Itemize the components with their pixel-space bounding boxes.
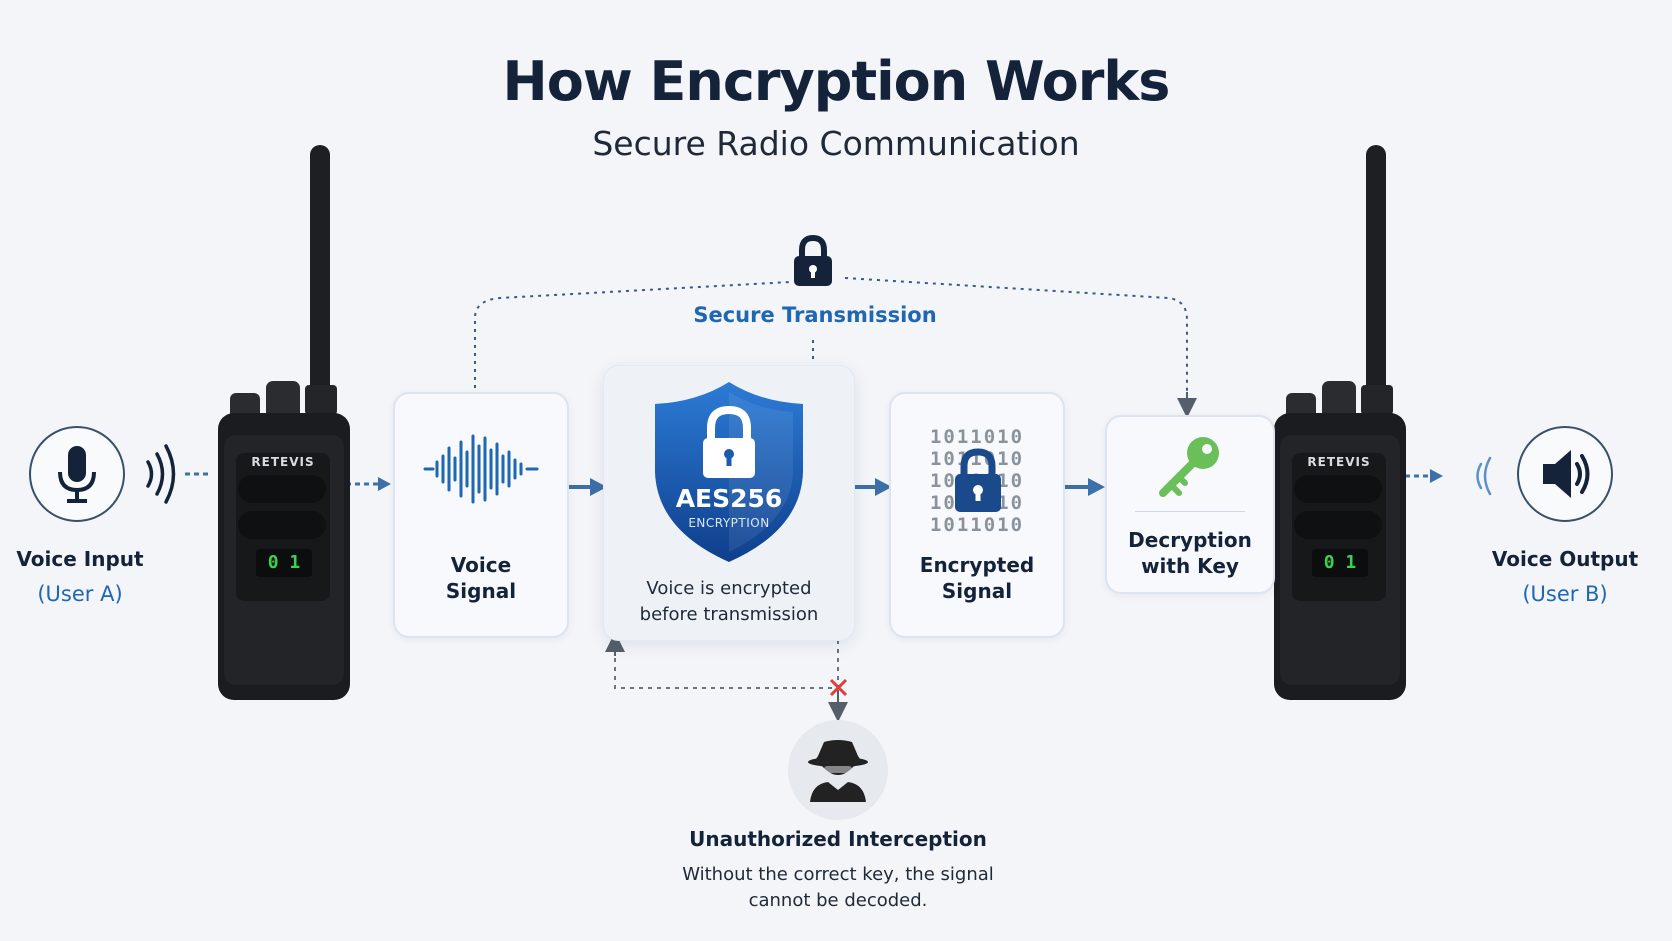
brand-label: RETEVIS: [251, 455, 315, 469]
voice-signal-label-1: Voice: [450, 553, 512, 577]
aes-badge-sub: ENCRYPTION: [688, 516, 770, 530]
encrypted-signal-card: 1011010 1011010 1011010 1011010 1011010 …: [889, 392, 1065, 638]
lock-icon: [790, 234, 836, 290]
microphone-button[interactable]: [29, 426, 125, 522]
interception-title: Unauthorized Interception: [689, 827, 987, 851]
decryption-label-1: Decryption: [1128, 528, 1252, 552]
output-wave-icon: [1476, 456, 1492, 496]
radio-a: RETEVIS 0 1: [210, 145, 356, 700]
voice-signal-card: Voice Signal: [393, 392, 569, 638]
page-title: How Encryption Works: [502, 50, 1171, 113]
encrypted-signal-label-1: Encrypted: [919, 553, 1035, 577]
divider: [1135, 511, 1245, 512]
page-subtitle: Secure Radio Communication: [592, 124, 1080, 163]
binary-row: 1011010: [929, 426, 1025, 448]
speaker-button[interactable]: [1517, 426, 1613, 522]
spy-icon: [808, 740, 868, 802]
speaker-icon: [1543, 450, 1590, 498]
binary-row: 1011010: [929, 448, 1025, 470]
secure-transmission-label: Secure Transmission: [693, 303, 937, 327]
decryption-card: Decryption with Key: [1105, 415, 1275, 594]
decryption-label-2: with Key: [1141, 554, 1239, 578]
input-wave-icon: [146, 444, 176, 504]
brand-label: RETEVIS: [1307, 455, 1371, 469]
radio-b: RETEVIS 0 1: [1266, 145, 1412, 700]
user-a-label: (User A): [37, 582, 123, 606]
binary-row: 1011010: [929, 514, 1025, 536]
lcd-display: 0 1: [267, 552, 301, 573]
key-icon: [1159, 437, 1219, 497]
lcd-display: 0 1: [1323, 552, 1357, 573]
interception-desc-2: cannot be decoded.: [748, 890, 928, 911]
secure-transmission-path: [474, 281, 791, 388]
lock-icon: [955, 448, 1001, 512]
shield-icon: [655, 382, 803, 562]
voice-output-label: Voice Output: [1491, 547, 1639, 571]
user-b-label: (User B): [1522, 582, 1608, 606]
encryption-desc-1: Voice is encrypted: [646, 578, 812, 599]
encrypted-signal-label-2: Signal: [941, 579, 1013, 603]
encryption-desc-2: before transmission: [639, 604, 819, 625]
aes-badge-main: AES256: [675, 484, 783, 513]
encryption-card: AES256 ENCRYPTION Voice is encrypted bef…: [603, 365, 855, 641]
waveform-icon: [423, 434, 539, 504]
microphone-icon: [58, 446, 96, 503]
interception-desc-1: Without the correct key, the signal: [682, 864, 994, 885]
interceptor-avatar: [788, 720, 888, 820]
blocked-x-icon: [829, 678, 848, 697]
voice-signal-label-2: Signal: [445, 579, 517, 603]
voice-input-label: Voice Input: [16, 547, 144, 571]
flow-arrows: [565, 478, 1105, 496]
